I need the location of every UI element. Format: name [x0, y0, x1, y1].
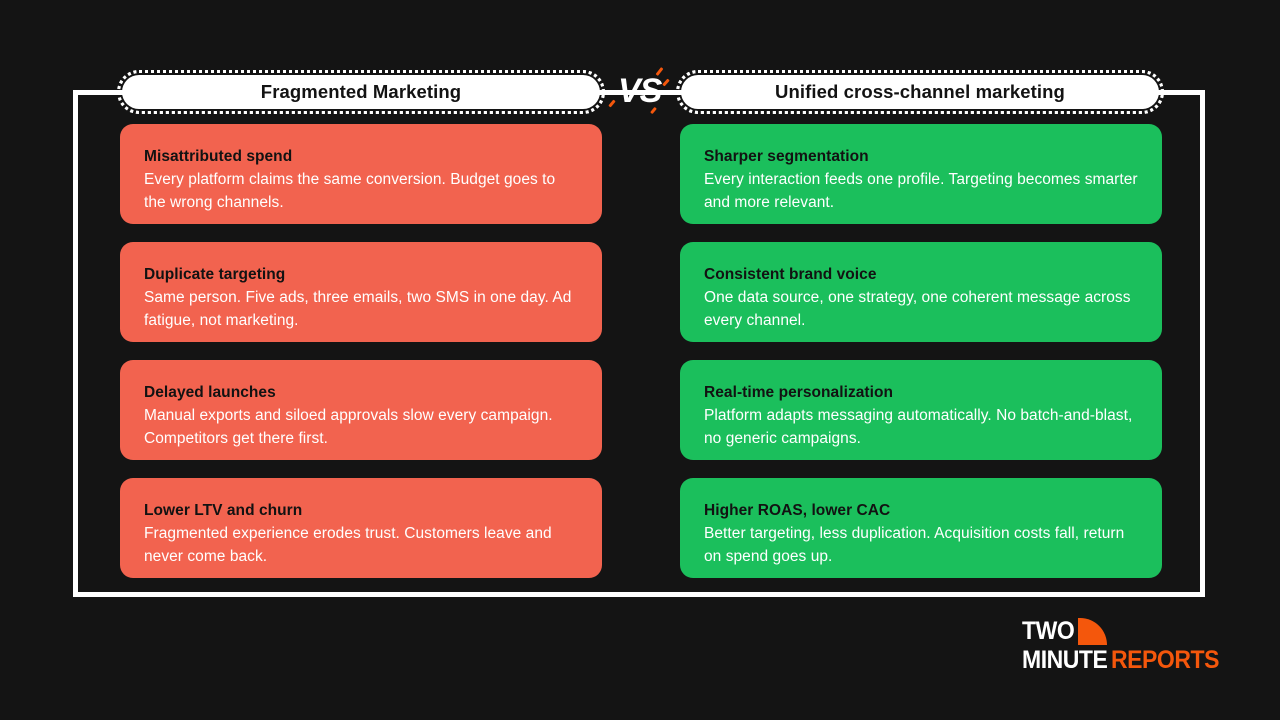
card-item: Misattributed spend Every platform claim…	[120, 124, 602, 224]
card-title: Lower LTV and churn	[144, 502, 303, 519]
card-title: Duplicate targeting	[144, 266, 286, 283]
logo-text-minute: MINUTE	[1022, 646, 1108, 674]
quarter-circle-mark-icon	[1078, 618, 1107, 645]
card-item: Duplicate targeting Same person. Five ad…	[120, 242, 602, 342]
card-body: Every interaction feeds one profile. Tar…	[704, 171, 1138, 211]
column-header-right-label: Unified cross-channel marketing	[775, 81, 1065, 102]
logo-line-two: MINUTE REPORTS	[1022, 646, 1219, 674]
card-body: Better targeting, less duplication. Acqu…	[704, 525, 1125, 565]
card-title: Sharper segmentation	[704, 148, 869, 165]
column-header-right: Unified cross-channel marketing	[676, 70, 1164, 114]
card-body: Platform adapts messaging automatically.…	[704, 407, 1133, 447]
logo-text-two: TWO	[1022, 617, 1075, 645]
column-fragmented-marketing: Misattributed spend Every platform claim…	[120, 124, 602, 578]
column-unified-marketing: Sharper segmentation Every interaction f…	[680, 124, 1162, 578]
card-item: Higher ROAS, lower CAC Better targeting,…	[680, 478, 1162, 578]
card-title: Delayed launches	[144, 384, 276, 401]
header-row: Fragmented Marketing Unified cross-chann…	[0, 70, 1280, 114]
card-body: Every platform claims the same conversio…	[144, 171, 556, 211]
column-header-left: Fragmented Marketing	[117, 70, 605, 114]
card-body: Fragmented experience erodes trust. Cust…	[144, 525, 552, 565]
comparison-frame	[73, 90, 1205, 597]
card-item: Delayed launches Manual exports and silo…	[120, 360, 602, 460]
card-title: Misattributed spend	[144, 148, 293, 165]
versus-label: VS	[618, 72, 662, 110]
spark-icon	[662, 78, 670, 87]
versus-badge: VS	[600, 62, 682, 122]
card-title: Higher ROAS, lower CAC	[704, 502, 891, 519]
card-item: Lower LTV and churn Fragmented experienc…	[120, 478, 602, 578]
card-body: Same person. Five ads, three emails, two…	[144, 289, 572, 329]
logo-text-reports: REPORTS	[1110, 646, 1219, 674]
card-item: Real-time personalization Platform adapt…	[680, 360, 1162, 460]
card-item: Consistent brand voice One data source, …	[680, 242, 1162, 342]
brand-logo: TWO MINUTE REPORTS	[1022, 618, 1219, 676]
card-item: Sharper segmentation Every interaction f…	[680, 124, 1162, 224]
spark-icon	[608, 99, 616, 108]
card-body: One data source, one strategy, one coher…	[704, 289, 1131, 329]
column-header-left-label: Fragmented Marketing	[260, 81, 462, 102]
card-body: Manual exports and siloed approvals slow…	[144, 407, 553, 447]
card-title: Consistent brand voice	[704, 266, 877, 283]
card-title: Real-time personalization	[704, 384, 894, 401]
logo-line-one: TWO	[1022, 618, 1194, 645]
